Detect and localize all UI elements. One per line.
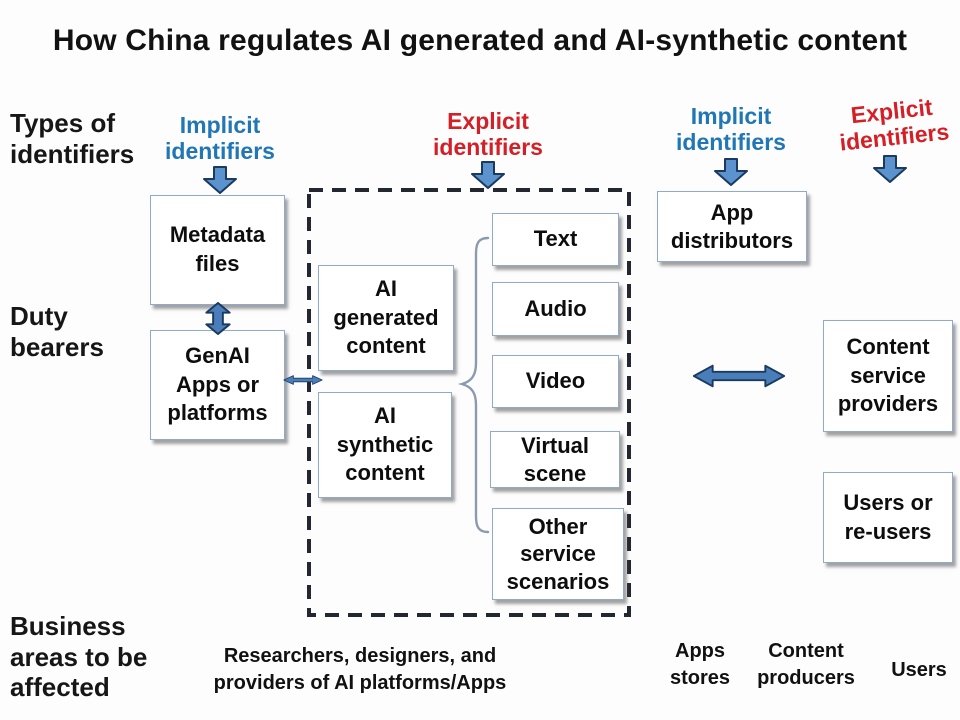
- row-label-duty-bearers: Duty bearers: [10, 301, 104, 362]
- apps-stores-label: Apps stores: [669, 640, 731, 689]
- double-arrow-horizontal-icon: [283, 375, 323, 385]
- virtual-scene-box: Virtual scene: [490, 431, 620, 488]
- video-box: Video: [492, 355, 619, 408]
- users-or-reusers-box: Users or re-users: [823, 472, 953, 563]
- dashed-boundary-box: [307, 188, 631, 617]
- down-arrow-icon: [471, 161, 505, 189]
- ai-generated-content-box: AI generated content: [318, 265, 454, 371]
- row-label-types-of-identifiers: Types of identifiers: [10, 108, 135, 169]
- page-title: How China regulates AI generated and AI-…: [52, 24, 908, 57]
- down-arrow-icon: [203, 166, 237, 194]
- down-arrow-icon: [873, 155, 907, 183]
- content-service-providers-box: Content service providers: [823, 320, 953, 432]
- audio-box: Audio: [492, 282, 619, 336]
- genai-apps-box: GenAI Apps or platforms: [150, 330, 285, 440]
- ai-synthetic-content-box: AI synthetic content: [318, 392, 452, 498]
- app-distributors-box: App distributors: [657, 191, 807, 262]
- researchers-label: Researchers, designers, and providers of…: [213, 645, 507, 694]
- double-arrow-vertical-icon: [205, 302, 231, 335]
- implicit-identifiers-label-right: Implicit identifiers: [676, 103, 786, 156]
- brace-icon: [457, 236, 490, 534]
- implicit-identifiers-label-left: Implicit identifiers: [165, 112, 275, 165]
- users-label: Users: [891, 659, 947, 681]
- content-producers-label: Content producers: [757, 640, 855, 689]
- metadata-files-box: Metadata files: [150, 195, 285, 305]
- explicit-identifiers-label-middle: Explicit identifiers: [433, 108, 543, 161]
- row-label-business-areas: Business areas to be affected: [10, 611, 148, 703]
- other-service-scenarios-box: Other service scenarios: [492, 508, 624, 600]
- down-arrow-icon: [714, 158, 748, 186]
- text-box: Text: [492, 213, 619, 266]
- double-arrow-horizontal-icon: [692, 364, 786, 388]
- explicit-identifiers-label-far-right: Explicit identifiers: [838, 93, 951, 157]
